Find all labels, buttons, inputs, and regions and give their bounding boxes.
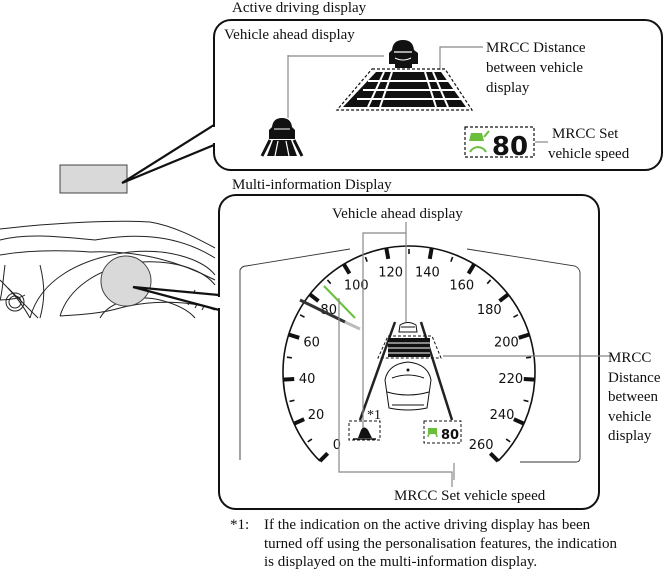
minor-tick xyxy=(307,438,313,443)
mid-vehicle-ahead-footnoted xyxy=(348,420,381,441)
major-tick xyxy=(288,332,300,340)
screen-outline xyxy=(239,248,581,463)
major-tick xyxy=(308,292,320,303)
footnote-line: If the indication on the active driving … xyxy=(264,517,591,533)
speed-needle xyxy=(299,298,346,324)
vehicle-ahead-icon xyxy=(260,118,304,157)
major-tick xyxy=(513,417,525,426)
set-speed-indicator-multi: 80 xyxy=(423,420,462,444)
active-leader-lines xyxy=(287,46,548,143)
tick-label: 60 xyxy=(303,336,320,351)
major-tick xyxy=(283,376,295,382)
tick-label: 0 xyxy=(333,438,341,453)
tick-label: 140 xyxy=(415,266,440,281)
tick-label: 40 xyxy=(299,372,316,387)
set-speed-value-multi: 80 xyxy=(441,428,459,443)
minor-tick xyxy=(486,279,492,285)
minor-tick xyxy=(299,314,305,318)
multi-distance-label-line: Distance xyxy=(608,369,661,386)
mid-distance-grid xyxy=(377,335,442,359)
minor-tick xyxy=(505,438,511,443)
vehicle-ahead-icon-large xyxy=(389,40,418,68)
mid-vehicle-ahead-icon xyxy=(398,322,418,333)
tick-label: 260 xyxy=(469,438,494,453)
minor-tick xyxy=(289,399,295,403)
active-distance-label-line: between vehicle xyxy=(486,60,584,76)
major-tick xyxy=(466,263,476,275)
tick-label: 20 xyxy=(308,408,325,423)
mrcc-icon xyxy=(469,130,490,153)
tick-label: 120 xyxy=(378,266,403,281)
footnote-marker-in-diagram: *1 xyxy=(367,408,381,423)
multi-vehicle-ahead-label: Vehicle ahead display xyxy=(332,206,463,222)
major-tick xyxy=(293,417,305,426)
major-tick xyxy=(518,332,530,340)
footnote-line: is displayed on the multi-information di… xyxy=(264,554,538,570)
active-driving-display-location xyxy=(59,164,128,194)
minor-tick xyxy=(286,356,292,359)
active-driving-display-title: Active driving display xyxy=(232,0,367,16)
multi-distance-label-line: between xyxy=(608,389,658,405)
minor-tick xyxy=(526,356,532,359)
major-tick xyxy=(488,451,500,463)
minor-tick xyxy=(450,256,454,262)
distance-grid-icon xyxy=(335,68,474,111)
active-set-speed-label-line: vehicle speed xyxy=(548,146,630,162)
multi-distance-label-line: vehicle xyxy=(608,408,652,425)
own-vehicle-icon xyxy=(384,361,432,411)
footnote-line: turned off using the personalisation fea… xyxy=(264,535,617,552)
tick-label: 160 xyxy=(449,279,474,294)
active-distance-label-line: MRCC Distance xyxy=(486,40,586,56)
major-tick xyxy=(384,247,391,260)
minor-tick xyxy=(523,399,529,403)
tick-label: 80 xyxy=(320,303,337,318)
major-tick xyxy=(318,451,330,463)
tick-label: 240 xyxy=(490,408,515,423)
minor-tick xyxy=(364,256,368,262)
major-tick xyxy=(427,247,434,260)
major-tick xyxy=(523,376,535,382)
active-set-speed-label: MRCC Set vehicle speed xyxy=(548,124,629,164)
active-distance-label-line: display xyxy=(486,80,530,96)
set-speed-indicator-active: 80 xyxy=(464,126,535,162)
active-distance-label: MRCC Distance between vehicle display xyxy=(486,38,586,98)
multi-distance-label-line: display xyxy=(608,428,652,444)
multi-information-display-location xyxy=(100,255,152,307)
set-speed-value-active: 80 xyxy=(492,132,528,162)
multi-set-speed-label: MRCC Set vehicle speed xyxy=(394,488,546,504)
multi-information-display-title: Multi-information Display xyxy=(232,177,392,193)
multi-distance-label-line: MRCC xyxy=(608,350,652,366)
tick-label: 180 xyxy=(477,303,502,318)
minor-tick xyxy=(326,279,332,285)
active-vehicle-ahead-label: Vehicle ahead display xyxy=(224,27,355,43)
multi-leader-lines xyxy=(338,222,612,487)
major-tick xyxy=(342,263,352,275)
minor-tick xyxy=(513,314,519,318)
tick-label: 200 xyxy=(494,336,519,351)
major-tick xyxy=(498,292,510,303)
active-set-speed-label-line: MRCC Set xyxy=(552,126,619,142)
multi-distance-label: MRCC Distance between vehicle display xyxy=(608,349,660,447)
tick-label: 100 xyxy=(344,279,369,294)
tick-label: 220 xyxy=(498,372,523,387)
footnote-mark: *1: xyxy=(230,517,250,533)
